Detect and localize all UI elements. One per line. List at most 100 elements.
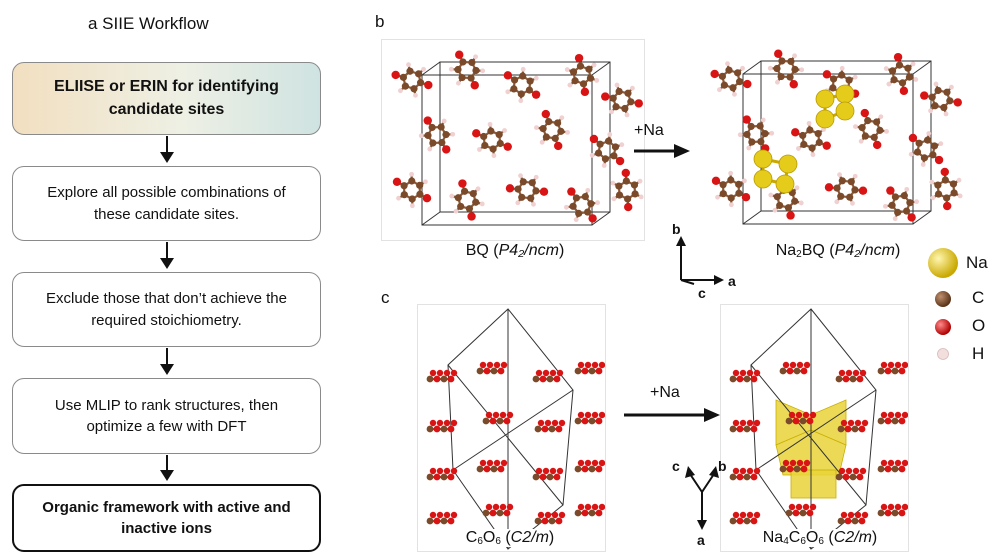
atom — [715, 194, 720, 200]
atom — [913, 148, 922, 156]
atom — [750, 375, 758, 383]
atom — [940, 167, 949, 177]
atom — [556, 467, 564, 475]
atom — [591, 459, 599, 467]
atom — [907, 213, 916, 222]
atom — [588, 367, 596, 375]
atom — [487, 127, 495, 135]
atom — [953, 98, 962, 107]
atom — [786, 367, 794, 375]
atom — [746, 369, 754, 377]
atom — [888, 67, 897, 75]
atom — [877, 417, 885, 425]
atom — [638, 194, 644, 200]
atom — [489, 509, 497, 517]
atom — [591, 361, 599, 369]
atom — [809, 503, 817, 511]
step-label: ELIISE or ERIN for identifying candidate… — [54, 77, 279, 118]
atom — [743, 517, 751, 525]
atom — [449, 193, 455, 199]
atom — [480, 132, 488, 141]
atom — [456, 80, 461, 86]
atom — [614, 82, 620, 88]
atom — [581, 509, 589, 517]
atom — [535, 467, 543, 475]
atom — [555, 425, 563, 433]
atom — [786, 211, 795, 220]
atom — [746, 467, 754, 475]
c6o6-layers — [426, 361, 605, 525]
atom — [525, 86, 534, 94]
atom — [838, 71, 846, 79]
atom — [427, 146, 433, 152]
atom — [795, 411, 803, 419]
atom — [559, 115, 565, 121]
atom — [483, 367, 491, 375]
atom — [929, 179, 935, 185]
atom — [711, 176, 721, 186]
atom — [569, 202, 577, 210]
atom — [852, 173, 858, 179]
atom — [450, 131, 456, 137]
atom — [558, 511, 566, 519]
atom — [735, 189, 743, 197]
atom — [728, 202, 734, 208]
atom — [849, 473, 857, 481]
atom — [906, 199, 914, 207]
atom — [598, 411, 605, 419]
na2bq-formula-post: BQ — [801, 242, 825, 259]
atom — [838, 467, 846, 475]
atom — [595, 465, 603, 473]
atom — [717, 87, 722, 93]
atom — [496, 139, 504, 148]
atom — [587, 200, 595, 208]
atom — [584, 411, 592, 419]
atom — [956, 177, 962, 183]
atom — [729, 517, 737, 525]
atom — [581, 465, 589, 473]
atom — [743, 425, 751, 433]
atom — [729, 375, 737, 383]
atom — [534, 125, 539, 131]
atom — [950, 189, 958, 197]
atom — [933, 81, 939, 87]
flow-arrow — [160, 242, 174, 269]
atom — [548, 425, 556, 433]
atom — [824, 183, 834, 192]
atom — [894, 503, 902, 511]
atom — [743, 473, 751, 481]
atom — [803, 459, 811, 467]
atom — [900, 192, 908, 200]
atom — [799, 131, 807, 140]
atom — [621, 104, 629, 113]
atom — [500, 459, 508, 467]
c6o6-f3: 6 — [495, 536, 501, 547]
atom — [539, 187, 549, 196]
atom — [725, 66, 733, 74]
atom — [528, 179, 536, 187]
axis-label-c-b: b — [718, 458, 727, 474]
atom — [743, 375, 751, 383]
atom — [577, 503, 585, 511]
atom — [851, 517, 859, 525]
c6o6-structure-image — [417, 304, 606, 552]
atom — [864, 117, 872, 125]
atom — [406, 67, 414, 75]
atom — [732, 511, 740, 519]
atom — [556, 369, 564, 377]
atom — [796, 361, 804, 369]
atom — [455, 50, 464, 59]
atom — [710, 69, 719, 79]
atom — [440, 517, 448, 525]
atom — [923, 136, 932, 144]
atom — [729, 473, 737, 481]
atom — [406, 62, 411, 68]
atom — [443, 369, 451, 377]
atom — [537, 511, 545, 519]
atom — [913, 77, 919, 82]
atom — [584, 503, 592, 511]
atom — [901, 361, 908, 369]
atom — [591, 503, 599, 511]
atom — [577, 459, 585, 467]
atom — [859, 369, 867, 377]
